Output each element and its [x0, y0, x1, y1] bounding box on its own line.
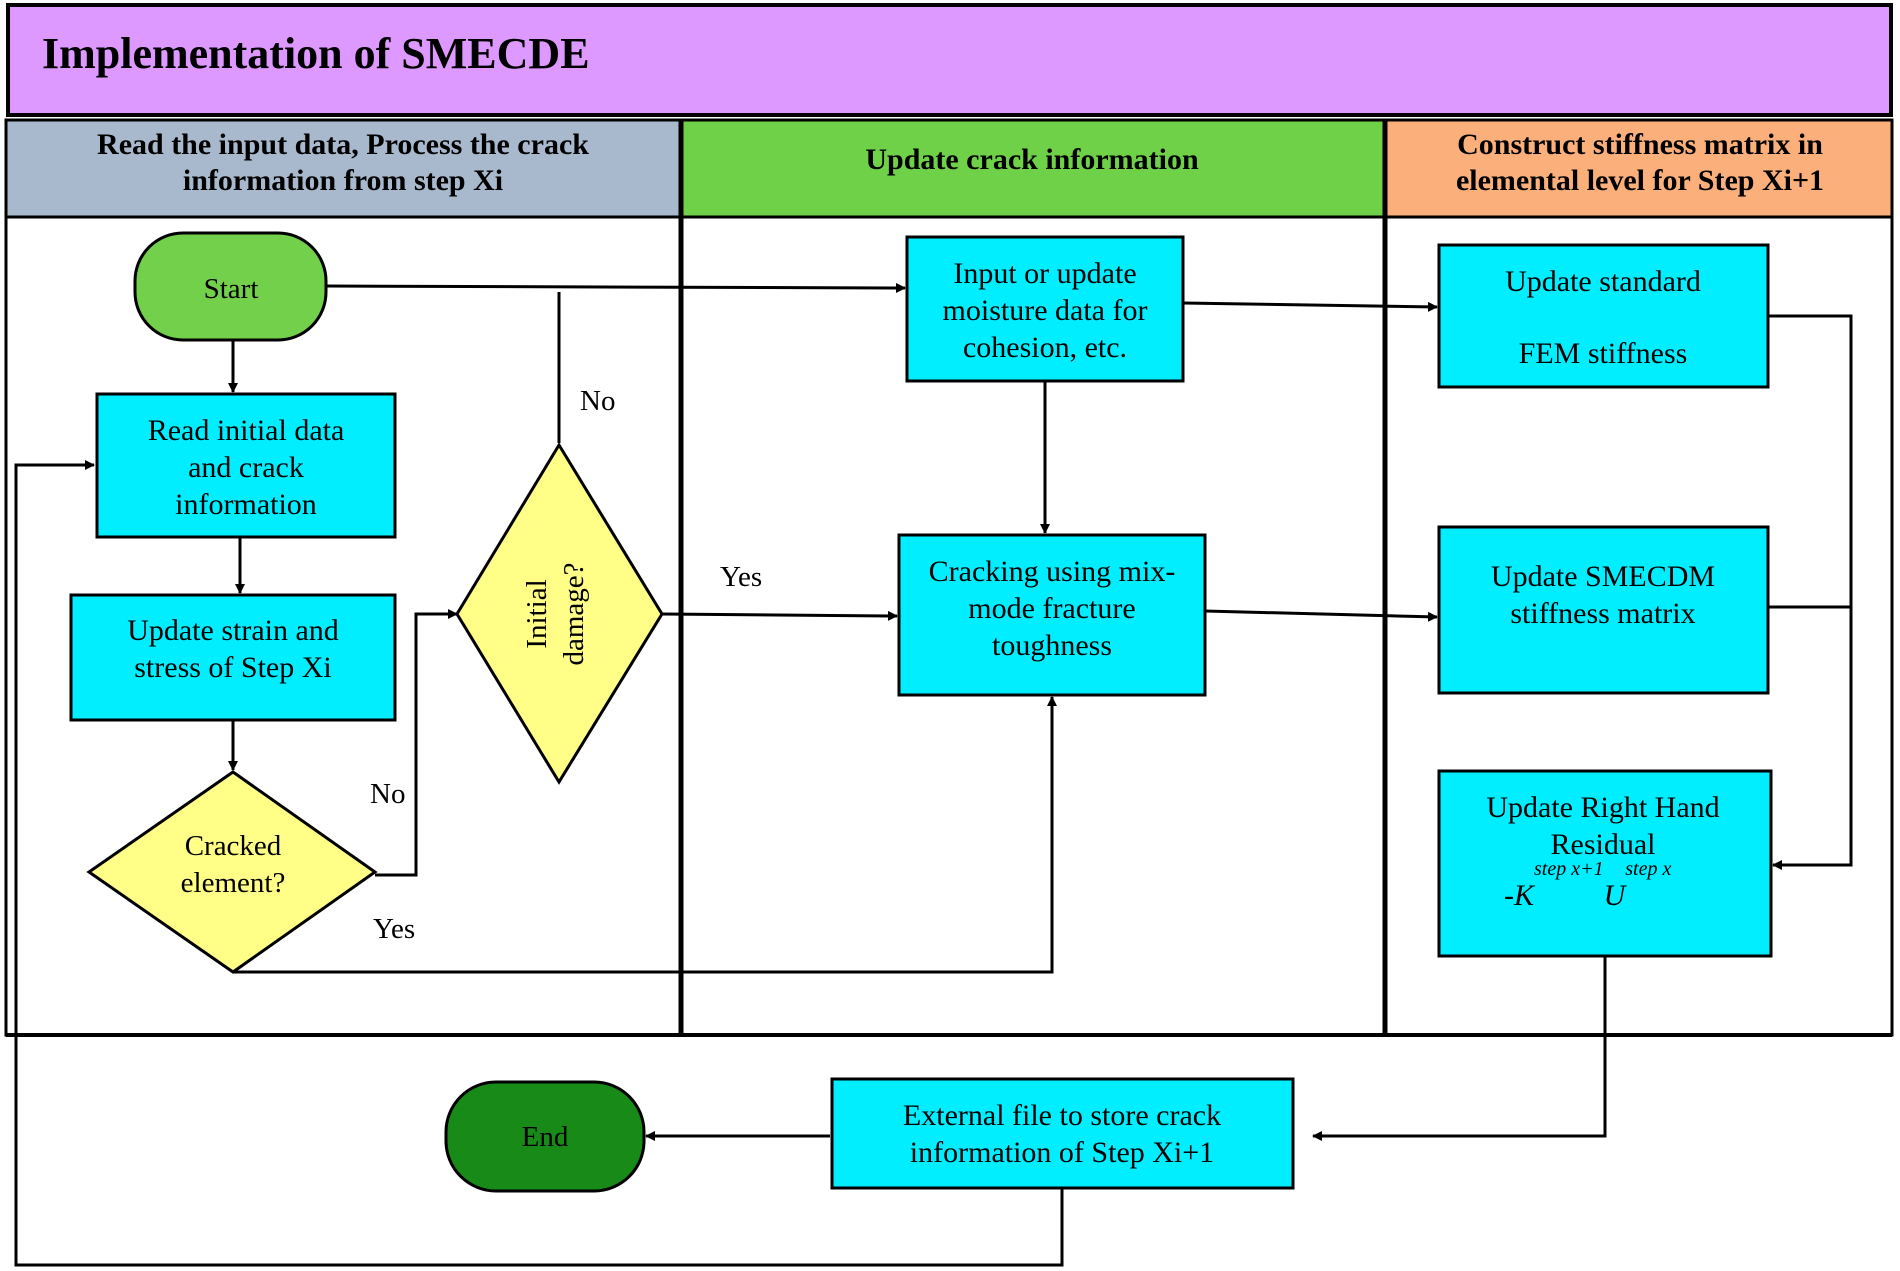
- moisture-line2: moisture data for: [943, 294, 1148, 327]
- read-initial-box: [95, 392, 397, 539]
- moisture-line3: cohesion, etc.: [963, 331, 1127, 364]
- edge-rhs-external: [1312, 956, 1607, 1141]
- initial-damage-line2: damage?: [558, 562, 590, 665]
- edge-start-moisture: [325, 282, 906, 293]
- moisture-line1: Input or update: [953, 257, 1136, 290]
- label-cracked-no: No: [370, 778, 405, 810]
- cracking-box: [897, 533, 1207, 697]
- edge-loop-back: [14, 460, 1064, 1267]
- page-title: Implementation of SMECDE: [42, 29, 590, 78]
- edge-cracked-damage-no: [375, 609, 458, 877]
- lane-header-crack: [680, 118, 1386, 219]
- start-terminal: [133, 231, 328, 342]
- end-terminal: [444, 1080, 646, 1193]
- start-label: Start: [204, 273, 259, 305]
- end-label: End: [522, 1121, 569, 1153]
- cracked-element-line2: element?: [181, 867, 286, 899]
- rhs-line2: Residual: [1551, 828, 1656, 861]
- smecdm-stiffness-box: [1437, 525, 1770, 695]
- rhs-k-sup: step x+1: [1534, 858, 1604, 880]
- update-strain-line2: stress of Step Xi: [134, 651, 332, 684]
- rhs-formula: -Kstep x+1Ustep x: [1504, 858, 1671, 912]
- fem-stiffness-line2: FEM stiffness: [1519, 337, 1688, 370]
- update-strain-line1: Update strain and: [127, 614, 339, 647]
- read-initial-line3: information: [175, 488, 317, 521]
- lane-header-input: [4, 118, 682, 219]
- edge-cracking-smecdm: [1204, 609, 1438, 622]
- edge-moisture-fem: [1182, 301, 1438, 312]
- moisture-box: [905, 235, 1185, 383]
- initial-damage-line1: Initial: [521, 579, 553, 648]
- smecdm-stiffness-line1: Update SMECDM: [1491, 560, 1715, 593]
- lane-header-input-line2: information from step Xi: [183, 164, 503, 197]
- rhs-k: -K: [1504, 879, 1536, 912]
- label-damage-no: No: [580, 385, 615, 417]
- edge-damage-cracking-yes: [661, 610, 898, 621]
- lane-header-input-line1: Read the input data, Process the crack: [97, 128, 589, 161]
- cracking-line2: mode fracture: [968, 592, 1135, 625]
- cracked-element-decision: [86, 770, 378, 974]
- label-cracked-yes: Yes: [373, 913, 415, 945]
- lane-header-stiffness-line1: Construct stiffness matrix in: [1457, 128, 1823, 161]
- read-initial-line1: Read initial data: [148, 414, 345, 447]
- title-bar: [6, 3, 1893, 117]
- external-file-line1: External file to store crack: [903, 1099, 1221, 1132]
- external-file-line2: information of Step Xi+1: [910, 1136, 1214, 1169]
- rhs-box: [1437, 769, 1773, 958]
- cracking-line1: Cracking using mix-: [929, 555, 1176, 588]
- rhs-line1: Update Right Hand: [1486, 791, 1719, 824]
- lane-header-crack-line1: Update crack information: [865, 143, 1199, 176]
- initial-damage-decision: [455, 442, 664, 785]
- rhs-u: U: [1604, 879, 1628, 912]
- rhs-u-sup: step x: [1625, 858, 1671, 880]
- edge-fem-rhs: [1768, 314, 1853, 870]
- external-file-box: [830, 1077, 1295, 1190]
- update-strain-box: [69, 593, 397, 722]
- label-damage-yes: Yes: [720, 561, 762, 593]
- smecdm-stiffness-line2: stiffness matrix: [1510, 597, 1695, 630]
- fem-stiffness-line1: Update standard: [1505, 265, 1701, 298]
- lane-header-stiffness: [1384, 118, 1894, 219]
- fem-stiffness-box: [1437, 243, 1770, 389]
- lane-header-stiffness-line2: elemental level for Step Xi+1: [1456, 164, 1824, 197]
- read-initial-line2: and crack: [188, 451, 304, 484]
- cracked-element-line1: Cracked: [185, 830, 282, 862]
- cracking-line3: toughness: [992, 629, 1112, 662]
- edge-cracked-cracking-yes: [233, 696, 1057, 974]
